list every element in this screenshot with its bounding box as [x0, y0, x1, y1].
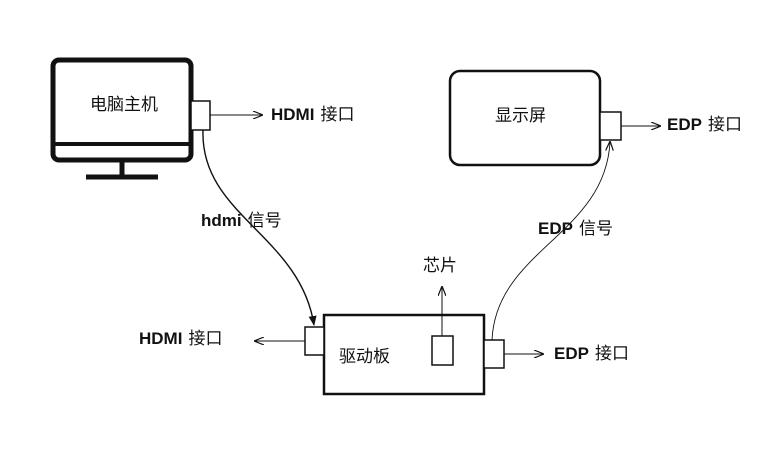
- signal-word: 信号: [247, 211, 282, 231]
- port-type: HDMI: [139, 329, 183, 348]
- hdmi-signal-curve: [202, 129, 317, 326]
- port-type: HDMI: [271, 105, 315, 124]
- chip-box: [431, 335, 454, 366]
- signal-word: 信号: [578, 219, 613, 239]
- port-word: 接口: [594, 344, 629, 364]
- signal-type: EDP: [538, 219, 573, 238]
- computer-monitor-icon: [50, 57, 194, 180]
- port-word: 接口: [320, 105, 355, 125]
- hdmi-signal-label: hdmi 信号: [201, 211, 282, 231]
- display-label: 显示屏: [495, 106, 546, 126]
- board-hdmi-port: [304, 326, 325, 356]
- computer-label: 电脑主机: [90, 95, 158, 115]
- board-hdmi-port-label: HDMI 接口: [139, 329, 222, 349]
- signal-type: hdmi: [201, 211, 242, 230]
- port-word: 接口: [707, 115, 742, 135]
- edp-signal-label: EDP 信号: [538, 219, 613, 239]
- chip-label: 芯片: [423, 256, 457, 276]
- display-edp-port-label: EDP 接口: [667, 115, 742, 135]
- computer-hdmi-port-label: HDMI 接口: [271, 105, 354, 125]
- port-type: EDP: [667, 115, 702, 134]
- driver-board-label: 驱动板: [339, 347, 390, 367]
- board-edp-port: [483, 339, 505, 369]
- board-edp-port-label: EDP 接口: [554, 344, 629, 364]
- port-word: 接口: [188, 329, 223, 349]
- edp-signal-curve: [491, 142, 610, 341]
- display-edp-port: [599, 111, 622, 141]
- computer-hdmi-port: [190, 100, 211, 131]
- port-type: EDP: [554, 344, 589, 363]
